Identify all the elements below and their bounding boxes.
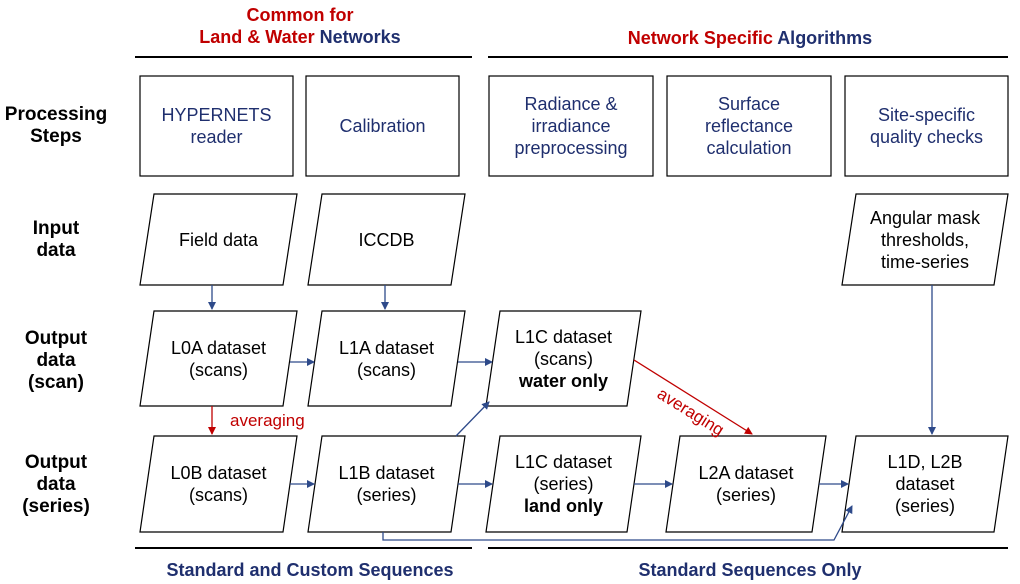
row-label-output-scan: Output data (scan)	[0, 328, 112, 394]
arrow-l1b-to-l1c-scans	[455, 401, 490, 437]
output-l0a: L0A dataset(scans)	[140, 311, 297, 406]
box-l1b	[307, 435, 466, 533]
step-quality-line2: quality checks	[869, 127, 984, 147]
row-label-processing: Processing Steps	[0, 104, 112, 148]
header-specific-algorithms: Algorithms	[777, 28, 873, 48]
header-common-land-water: Land & Water	[199, 27, 315, 47]
box-field-data	[139, 193, 298, 286]
input-iccdb-line1: ICCDB	[358, 229, 415, 250]
row-label-output-series-line1: Output	[24, 452, 88, 473]
output-l1d-line2: dataset	[895, 474, 955, 494]
output-l0a-line2: (scans)	[188, 359, 248, 380]
output-l1b-line1: L1B dataset	[338, 463, 435, 483]
output-l1c-series-note: land only	[523, 496, 603, 516]
input-angular-line3: time-series	[880, 251, 969, 272]
output-l1d-line3: (series)	[894, 496, 955, 516]
output-l2a-line2: (series)	[715, 485, 776, 505]
output-l1c-scans-note: water only	[518, 370, 608, 391]
output-l1c-series-line2: (series)	[533, 474, 594, 494]
header-specific: Network Specific Algorithms	[560, 27, 940, 49]
output-l0b-line2: (scans)	[188, 485, 248, 505]
box-reader	[139, 75, 294, 177]
footer-standard-custom: Standard and Custom Sequences	[166, 560, 454, 580]
output-l1c-series: L1C dataset(series)land only	[486, 436, 641, 532]
step-reader-line2: reader	[190, 127, 243, 147]
header-common: Common for Land & Water Networks	[150, 4, 450, 48]
box-quality	[844, 75, 1009, 177]
row-label-output-scan-line2: data	[36, 350, 76, 371]
output-l1c-scans-line1: L1C dataset	[514, 326, 613, 347]
step-calibration: Calibration	[306, 76, 459, 176]
row-label-input-line1: Input	[32, 218, 80, 239]
step-reflectance-line1: Surface	[717, 94, 781, 114]
step-reflectance-line3: calculation	[706, 138, 792, 158]
header-common-networks: Networks	[319, 27, 401, 47]
row-label-input-line2: data	[36, 240, 76, 261]
input-angular-line1: Angular mask	[869, 207, 981, 228]
footer-standard-only: Standard Sequences Only	[638, 560, 862, 580]
header-common-line1: Common for	[246, 5, 354, 25]
output-l0b-line1: L0B dataset	[170, 463, 267, 483]
box-l1c-scans	[485, 310, 642, 407]
step-quality-line1: Site-specific	[877, 105, 976, 125]
box-l1a	[307, 310, 466, 407]
input-angular-line2: thresholds,	[880, 229, 970, 250]
output-l1a-line1: L1A dataset	[338, 337, 435, 358]
step-radiance-line2: irradiance	[531, 116, 611, 136]
output-l2a: L2A dataset(series)	[666, 436, 826, 532]
input-iccdb: ICCDB	[308, 194, 465, 285]
box-radiance	[488, 75, 654, 177]
row-label-output-series-line2: data	[36, 474, 76, 495]
label-averaging-left: averaging	[230, 411, 305, 430]
arrow-l1b-bypass-to-l1d	[382, 505, 853, 541]
row-label-output-series-line3: (series)	[22, 496, 90, 517]
row-label-processing-line2: Steps	[30, 126, 82, 147]
box-l1c-series	[485, 435, 642, 533]
box-calibration	[305, 75, 460, 177]
step-calibration-line1: Calibration	[339, 116, 426, 136]
input-field-data-line1: Field data	[178, 229, 259, 250]
output-l1d-line1: L1D, L2B	[887, 452, 963, 472]
output-l0a-line1: L0A dataset	[170, 337, 267, 358]
box-angular	[841, 193, 1009, 286]
step-radiance-line3: preprocessing	[514, 138, 628, 158]
output-l1c-scans-line2: (scans)	[533, 348, 593, 369]
header-specific-red: Network Specific	[627, 28, 773, 48]
step-reader-line1: HYPERNETS	[161, 105, 272, 125]
output-l1a: L1A dataset(scans)	[308, 311, 465, 406]
box-l1d	[841, 435, 1009, 533]
output-l1a-line2: (scans)	[356, 359, 416, 380]
input-field-data: Field data	[140, 194, 297, 285]
row-label-processing-line1: Processing	[4, 104, 108, 125]
box-iccdb	[307, 193, 466, 286]
box-l0b	[139, 435, 298, 533]
output-l1c-series-line1: L1C dataset	[514, 452, 613, 472]
step-radiance-line1: Radiance &	[524, 94, 618, 114]
box-l2a	[665, 435, 827, 533]
arrow-averaging-l1c-to-l2a	[633, 359, 753, 435]
output-l0b: L0B dataset(scans)	[140, 436, 297, 532]
row-label-output-scan-line1: Output	[24, 328, 88, 349]
box-l0a	[139, 310, 298, 407]
output-l2a-line1: L2A dataset	[698, 463, 794, 483]
output-l1c-scans: L1C dataset(scans)water only	[486, 311, 641, 406]
box-reflectance	[666, 75, 832, 177]
row-label-output-scan-line3: (scan)	[28, 372, 84, 393]
output-l1b: L1B dataset(series)	[308, 436, 465, 532]
row-label-output-series: Output data (series)	[0, 452, 112, 518]
step-reflectance-line2: reflectance	[704, 116, 794, 136]
header-common-line2: Land & Water Networks	[150, 26, 450, 48]
row-label-input: Input data	[0, 218, 112, 262]
output-l1b-line2: (series)	[356, 485, 417, 505]
